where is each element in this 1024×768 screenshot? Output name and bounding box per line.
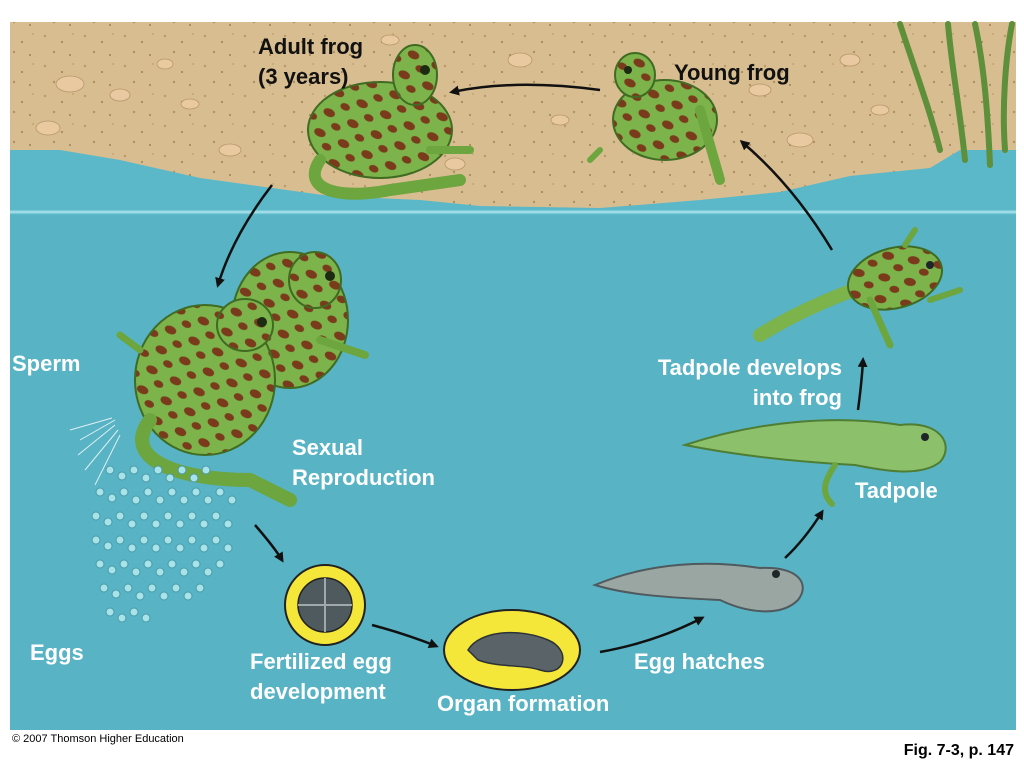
- label-develops-line1: Tadpole develops: [657, 355, 842, 380]
- arrow-hatch-to-tadpole: [784, 509, 824, 559]
- label-young-frog: Young frog: [674, 60, 790, 85]
- arrow-tadpole-to-froglet: [856, 357, 868, 411]
- arrow-organ-to-hatch: [599, 616, 705, 654]
- young-frog: [587, 52, 725, 185]
- mating-frogs: [116, 251, 369, 507]
- figure-reference: Fig. 7-3, p. 147: [903, 742, 1014, 759]
- label-adult-frog: Adult frog (3 years): [258, 32, 363, 92]
- reeds: [897, 21, 1015, 168]
- label-sexual-line1: Sexual: [292, 435, 363, 460]
- hatched-tadpole: [592, 562, 804, 613]
- pebbles: [35, 34, 890, 171]
- arrow-fertilized-to-organ: [371, 623, 439, 649]
- adult-frog: [307, 44, 474, 200]
- organ-formation-embryo: [443, 609, 581, 691]
- label-eggs: Eggs: [30, 640, 84, 665]
- arrow-froglet-to-young: [739, 140, 834, 251]
- label-sexual-line2: Reproduction: [292, 465, 435, 490]
- label-fertilized-line2: development: [250, 679, 386, 704]
- label-sperm: Sperm: [12, 351, 81, 376]
- label-fertilized-line1: Fertilized egg: [250, 649, 392, 674]
- cycle-arrows: [215, 83, 868, 654]
- arrow-adult-to-mating: [215, 184, 273, 288]
- label-adult-frog-line1: Adult frog: [258, 34, 364, 59]
- label-develops-line2: into frog: [752, 385, 842, 410]
- label-tadpole-develops: Tadpole develops into frog: [600, 353, 842, 413]
- arrow-young-to-adult: [449, 83, 601, 96]
- copyright-notice: © 2007 Thomson Higher Education: [12, 733, 184, 745]
- label-egg-hatches: Egg hatches: [634, 649, 765, 674]
- fertilized-egg: [284, 564, 366, 646]
- label-organ-formation: Organ formation: [437, 691, 610, 716]
- label-adult-frog-line2: (3 years): [258, 64, 349, 89]
- sperm-lines: [69, 417, 121, 486]
- tadpole: [681, 419, 947, 507]
- arrow-eggs-to-fertilized: [254, 524, 284, 563]
- label-sexual-reproduction: Sexual Reproduction: [292, 433, 435, 493]
- egg-cluster: [91, 465, 237, 623]
- label-tadpole: Tadpole: [855, 478, 938, 503]
- froglet: [753, 227, 963, 349]
- label-fertilized-egg: Fertilized egg development: [250, 647, 392, 707]
